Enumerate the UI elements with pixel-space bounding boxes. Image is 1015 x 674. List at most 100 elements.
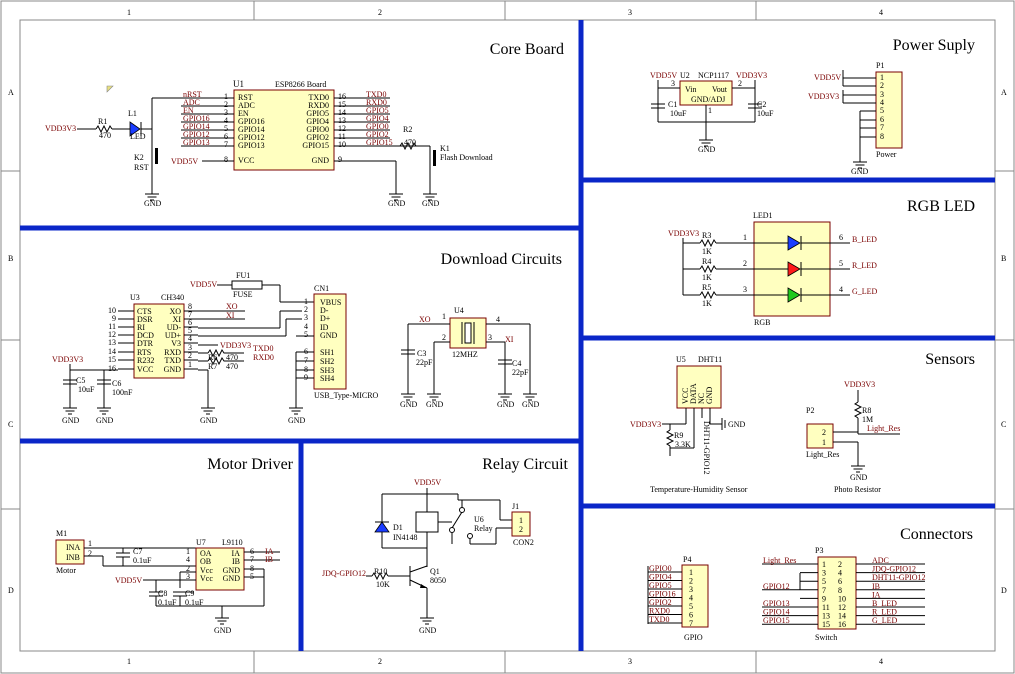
p4-connector (681, 564, 709, 628)
row-label-b-right: B (1001, 254, 1006, 263)
dl-gnd-3: GND (96, 416, 114, 425)
fu1-val: FUSE (233, 290, 253, 299)
cn1-pin-sh1: SH1 (320, 348, 334, 357)
u1-net-adc: ADC (183, 98, 200, 107)
p1-pin: 6 (880, 115, 884, 124)
p3-pin-num-right: 6 (838, 577, 842, 586)
p3-net-left: GPIO13 (763, 599, 790, 608)
c6-val: 100nF (112, 388, 133, 397)
u7-pin-num: 2 (186, 564, 190, 573)
u1-pin-num: 16 (338, 92, 346, 101)
u1-pin-num: 9 (338, 155, 342, 164)
u5-ref: U5 (676, 355, 686, 364)
u1-pin-gpio2: GPIO2 (306, 133, 329, 142)
col-label-3: 3 (628, 8, 632, 17)
c3-ref: C3 (417, 349, 426, 358)
u3-pin-num: 13 (108, 338, 116, 347)
u2-name: NCP1117 (698, 71, 729, 80)
u3-pin-num: 4 (188, 334, 192, 343)
xtal-gnd-3: GND (497, 400, 515, 409)
c8-ref: C8 (158, 589, 167, 598)
c5-ref: C5 (76, 376, 85, 385)
rgb-vdd3v3: VDD3V3 (668, 229, 699, 238)
light-net: Light_Res (867, 424, 900, 433)
c2-val: 10uF (757, 109, 774, 118)
u3-pin-r232: R232 (137, 356, 154, 365)
u1-net-gpio13: GPIO13 (183, 138, 210, 147)
u7-pin-num: 3 (186, 572, 190, 581)
motor-driver: M1 INA INB 1 2 Motor C7 0.1uF U7 L9110 O… (55, 529, 280, 635)
u3-pin-gnd: GND (164, 365, 182, 374)
rgb-diode (787, 235, 801, 251)
p2-connector (806, 423, 834, 449)
section-title-rgb: RGB LED (907, 198, 975, 215)
p3-pin-num-left: 9 (822, 594, 826, 603)
dl-vdd5v: VDD5V (190, 280, 217, 289)
p3-net-left: GPIO15 (763, 616, 790, 625)
u7-pin-vcc: Vcc (200, 566, 213, 575)
cn1-pin-d+: D+ (320, 314, 331, 323)
l1-ref: L1 (128, 109, 137, 118)
cn1-pin-id: ID (320, 323, 329, 332)
u4-pin3: 3 (488, 333, 492, 342)
u1-pin-gpio5: GPIO5 (306, 109, 329, 118)
u1-pin-num: 7 (224, 140, 228, 149)
u7-pin-vcc: Vcc (200, 574, 213, 583)
cn1-pin-sh4: SH4 (320, 374, 334, 383)
u5-pin-gnd: GND (705, 386, 714, 404)
section-title-connectors: Connectors (900, 526, 973, 543)
dht-net: DHT11-GPIO12 (702, 421, 711, 474)
rgb-res-val: 1K (702, 273, 712, 282)
p4-net-gpio4: GPIO4 (649, 573, 672, 582)
u1-ref: U1 (233, 79, 244, 89)
k1-val: Flash Download (440, 153, 493, 162)
m1-inb: INB (66, 553, 80, 562)
d1-ref: D1 (393, 523, 403, 532)
u1-pin-num: 13 (338, 116, 346, 125)
r7-val: 470 (226, 362, 238, 371)
r6-val: 470 (226, 353, 238, 362)
u1-pin-rst: RST (238, 93, 253, 102)
led1-val: RGB (754, 318, 770, 327)
section-title-download: Download Circuits (441, 251, 562, 268)
q1-val: 8050 (430, 576, 446, 585)
r10-ref: R10 (374, 567, 387, 576)
u3-pin-dtr: DTR (137, 339, 154, 348)
sensor-caption-1: Temperature-Humidity Sensor (650, 485, 748, 494)
cn1-pin-d-: D- (320, 306, 329, 315)
xtal-gnd-1: GND (400, 400, 418, 409)
core-gnd-3: GND (144, 199, 162, 208)
u1-pin-num: 6 (224, 132, 228, 141)
r8-ref: R8 (862, 406, 871, 415)
dl-vdd3v3: VDD3V3 (220, 341, 251, 350)
row-label-a: A (8, 88, 14, 97)
motor-ib: IB (265, 555, 273, 564)
u1-pin-num: 14 (338, 108, 346, 117)
rgb-res-ref: R4 (702, 257, 711, 266)
u3-name: CH340 (161, 293, 184, 302)
r9-ref: R9 (674, 431, 683, 440)
u1-pin-vcc: VCC (238, 156, 254, 165)
u7-pin-gnd: GND (223, 574, 241, 583)
u1-pin-num: 10 (338, 140, 346, 149)
col-label-1: 1 (127, 8, 131, 17)
l9110-chip (195, 547, 245, 591)
u3-pin-num: 14 (108, 347, 116, 356)
c5-val: 10uF (78, 385, 95, 394)
cn1-pin-num: 5 (304, 330, 308, 339)
p1-gnd: GND (851, 167, 869, 176)
power-gnd: GND (698, 145, 716, 154)
ch340-chip (133, 303, 185, 379)
p3-pin-num-right: 14 (838, 612, 846, 621)
rgb-pin-right: 5 (839, 259, 843, 268)
core-board: U1 ESP8266 Board RST1nRSTADC2ADCEN3ENGPI… (45, 79, 493, 208)
rgb-net-g_led: G_LED (852, 287, 878, 296)
u1-pin-gpio14: GPIO14 (238, 125, 265, 134)
p2-pin2: 2 (822, 428, 826, 437)
cn1-pin-num: 3 (304, 313, 308, 322)
u3-pin-num: 3 (188, 343, 192, 352)
u3-pin-num: 7 (188, 310, 192, 319)
dht11-sensor (676, 365, 722, 409)
u1-pin-num: 15 (338, 100, 346, 109)
